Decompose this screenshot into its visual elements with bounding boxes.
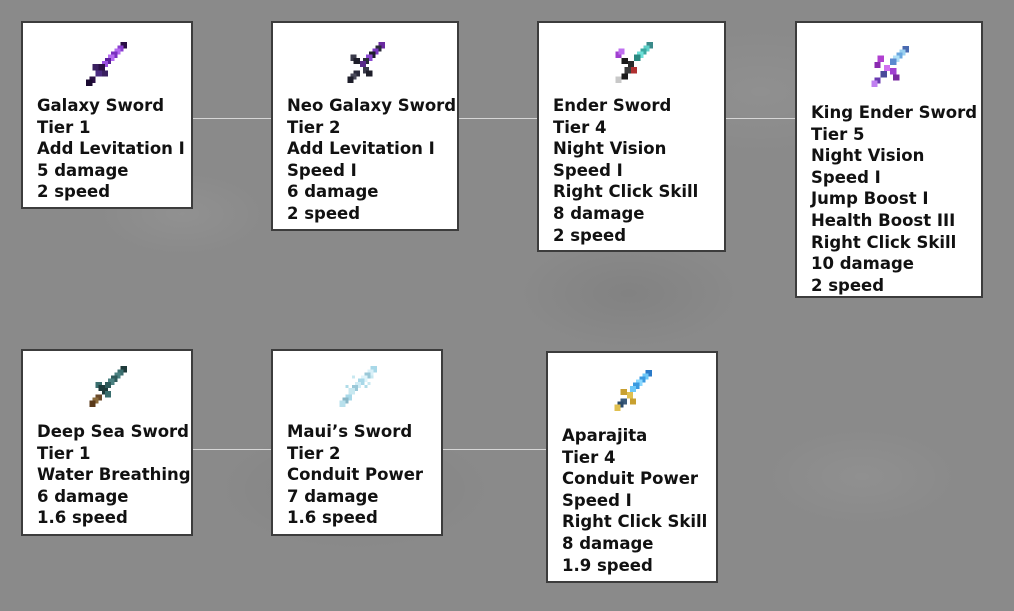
connector-maui-to-aparajita bbox=[442, 449, 547, 450]
aparajita-sword-icon bbox=[608, 367, 658, 417]
stat-line: Add Levitation I bbox=[287, 139, 435, 159]
stat-line: 8 damage bbox=[553, 203, 645, 223]
stat-line: 6 damage bbox=[37, 486, 129, 506]
ice-spear-sword-icon bbox=[333, 363, 383, 413]
stat-line: Night Vision bbox=[811, 146, 925, 166]
card-title: King Ender Sword bbox=[811, 103, 978, 122]
stat-line: Add Levitation I bbox=[37, 139, 185, 159]
stat-line: 2 speed bbox=[553, 225, 627, 245]
card-title: Galaxy Sword bbox=[37, 96, 165, 115]
stat-line: Tier 4 bbox=[553, 117, 607, 137]
stat-line: Speed I bbox=[287, 160, 357, 180]
stat-line: Tier 4 bbox=[562, 447, 616, 467]
dark-galaxy-sword-icon bbox=[341, 39, 391, 89]
stat-line: Tier 2 bbox=[287, 443, 341, 463]
king-ender-sword-icon bbox=[865, 43, 915, 93]
stat-line: Health Boost III bbox=[811, 210, 956, 230]
ender-sword-icon bbox=[609, 39, 659, 89]
stat-line: Water Breathing bbox=[37, 465, 191, 485]
stat-line: Speed I bbox=[562, 490, 632, 510]
stat-line: Tier 1 bbox=[37, 443, 91, 463]
card-aparajita: Aparajita Tier 4 Conduit Power Speed I R… bbox=[546, 351, 718, 583]
card-mauis-sword: Maui’s Sword Tier 2 Conduit Power 7 dama… bbox=[271, 349, 443, 536]
stat-line: 2 speed bbox=[37, 182, 111, 202]
deep-sea-sword-icon bbox=[83, 363, 133, 413]
purple-galaxy-sword-icon bbox=[83, 39, 133, 89]
stat-line: Right Click Skill bbox=[811, 232, 957, 252]
card-title: Neo Galaxy Sword bbox=[287, 96, 457, 115]
connector-neo-galaxy-to-ender bbox=[458, 118, 538, 119]
card-stats: Tier 2 Add Levitation I Speed I 6 damage… bbox=[287, 117, 435, 225]
card-king-ender-sword: King Ender Sword Tier 5 Night Vision Spe… bbox=[795, 21, 983, 298]
card-title: Deep Sea Sword bbox=[37, 422, 189, 441]
stat-line: Conduit Power bbox=[562, 469, 699, 489]
stat-line: Night Vision bbox=[553, 139, 667, 159]
stat-line: 1.6 speed bbox=[287, 508, 378, 528]
card-galaxy-sword: Galaxy Sword Tier 1 Add Levitation I 5 d… bbox=[21, 21, 193, 209]
stat-line: 10 damage bbox=[811, 254, 914, 274]
stat-line: Right Click Skill bbox=[562, 512, 708, 532]
card-neo-galaxy-sword: Neo Galaxy Sword Tier 2 Add Levitation I… bbox=[271, 21, 459, 231]
stat-line: Tier 2 bbox=[287, 117, 341, 137]
stat-line: 8 damage bbox=[562, 533, 654, 553]
stat-line: Right Click Skill bbox=[553, 182, 699, 202]
stat-line: Jump Boost I bbox=[811, 189, 929, 209]
stat-line: 2 speed bbox=[287, 203, 361, 223]
card-title: Maui’s Sword bbox=[287, 422, 413, 441]
stat-line: Speed I bbox=[553, 160, 623, 180]
card-stats: Tier 1 Water Breathing 6 damage 1.6 spee… bbox=[37, 443, 191, 529]
stat-line: Tier 1 bbox=[37, 117, 91, 137]
stat-line: Speed I bbox=[811, 167, 881, 187]
connector-ender-to-king-ender bbox=[725, 118, 796, 119]
card-stats: Tier 2 Conduit Power 7 damage 1.6 speed bbox=[287, 443, 423, 529]
card-stats: Tier 4 Conduit Power Speed I Right Click… bbox=[562, 447, 707, 577]
card-title: Ender Sword bbox=[553, 96, 672, 115]
stat-line: 1.6 speed bbox=[37, 508, 128, 528]
card-title: Aparajita bbox=[562, 426, 648, 445]
card-ender-sword: Ender Sword Tier 4 Night Vision Speed I … bbox=[537, 21, 726, 252]
connector-deep-sea-to-maui bbox=[192, 449, 272, 450]
stat-line: 2 speed bbox=[811, 275, 885, 295]
stat-line: 6 damage bbox=[287, 182, 379, 202]
card-stats: Tier 1 Add Levitation I 5 damage 2 speed bbox=[37, 117, 185, 203]
connector-galaxy-to-neo-galaxy bbox=[192, 118, 272, 119]
stat-line: Conduit Power bbox=[287, 465, 424, 485]
stat-line: 7 damage bbox=[287, 486, 379, 506]
card-stats: Tier 5 Night Vision Speed I Jump Boost I… bbox=[811, 124, 956, 297]
stat-line: 5 damage bbox=[37, 160, 129, 180]
card-stats: Tier 4 Night Vision Speed I Right Click … bbox=[553, 117, 698, 247]
stat-line: Tier 5 bbox=[811, 124, 865, 144]
card-deep-sea-sword: Deep Sea Sword Tier 1 Water Breathing 6 … bbox=[21, 349, 193, 536]
stat-line: 1.9 speed bbox=[562, 555, 653, 575]
